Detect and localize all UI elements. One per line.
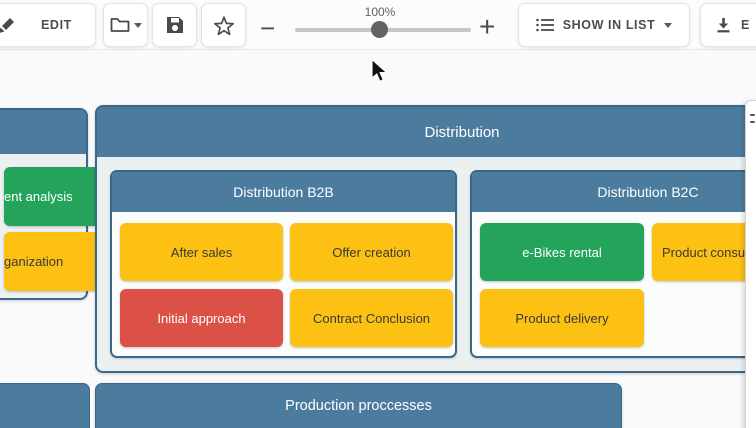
toolbar: EDIT − 100% + <box>0 0 756 50</box>
download-icon <box>717 17 730 32</box>
right-side-panel[interactable] <box>745 100 756 428</box>
process-box[interactable]: After sales <box>120 223 283 281</box>
export-button-label: E <box>741 18 750 32</box>
process-box[interactable]: Product delivery <box>480 289 644 347</box>
process-box[interactable]: Offer creation <box>290 223 453 281</box>
chevron-down-icon <box>664 22 673 28</box>
pencil-icon <box>0 18 14 33</box>
distribution-b2b-header[interactable]: Distribution B2B <box>112 172 455 212</box>
zoom-slider-knob[interactable] <box>371 21 388 38</box>
process-box-label: ganization <box>4 254 64 269</box>
distribution-b2c-header[interactable]: Distribution B2C <box>472 172 756 212</box>
process-box[interactable]: Contract Conclusion <box>290 289 453 347</box>
edit-button[interactable]: EDIT <box>0 3 96 47</box>
export-button[interactable]: E <box>700 3 756 47</box>
production-title: Production proccesses <box>285 398 432 414</box>
favorite-button[interactable] <box>201 3 246 47</box>
zoom-level-label: 100% <box>364 5 396 19</box>
process-box-label: ent analysis <box>4 189 73 204</box>
distribution-b2b-title: Distribution B2B <box>233 184 334 200</box>
process-box-label: Product delivery <box>515 310 609 326</box>
process-box-label: After sales <box>170 244 233 260</box>
edit-button-label: EDIT <box>41 18 72 32</box>
process-box-label: Offer creation <box>332 244 411 260</box>
distribution-b2c-group[interactable]: Distribution B2C e-Bikes rental Product … <box>470 170 756 358</box>
panel-list-icon <box>750 121 755 123</box>
distribution-group-header[interactable]: Distribution <box>97 107 756 157</box>
zoom-out-button[interactable]: − <box>260 13 276 43</box>
process-box-label: Contract Conclusion <box>312 310 431 326</box>
left-process-group-header[interactable] <box>0 110 86 154</box>
list-icon <box>535 18 554 32</box>
process-box-label: e-Bikes rental <box>522 244 602 260</box>
process-box[interactable]: Initial approach <box>120 289 283 347</box>
panel-list-icon <box>750 114 755 116</box>
process-box[interactable]: e-Bikes rental <box>480 223 644 281</box>
mouse-cursor <box>371 59 388 82</box>
folder-icon <box>110 18 129 32</box>
process-box-label: Initial approach <box>157 310 246 326</box>
star-icon <box>213 15 234 35</box>
chevron-down-icon <box>133 22 142 28</box>
production-group-header[interactable]: Production proccesses <box>95 383 622 428</box>
process-box-label: Product consu <box>662 244 746 260</box>
distribution-b2b-group[interactable]: Distribution B2B After sales Offer creat… <box>110 170 457 358</box>
process-box[interactable]: Product consu <box>652 223 756 281</box>
show-in-list-button[interactable]: SHOW IN LIST <box>518 3 690 47</box>
left-process-group[interactable]: ent analysis ganization <box>0 108 154 300</box>
open-model-button[interactable] <box>103 3 148 47</box>
distribution-group[interactable]: Distribution Distribution B2B After sale… <box>95 105 756 373</box>
save-button[interactable] <box>152 3 197 47</box>
distribution-b2c-title: Distribution B2C <box>597 184 699 200</box>
distribution-title: Distribution <box>424 123 500 141</box>
bottom-left-group-header[interactable] <box>0 383 90 428</box>
show-in-list-label: SHOW IN LIST <box>562 18 656 32</box>
zoom-in-button[interactable]: + <box>479 11 496 42</box>
save-icon <box>166 17 183 33</box>
